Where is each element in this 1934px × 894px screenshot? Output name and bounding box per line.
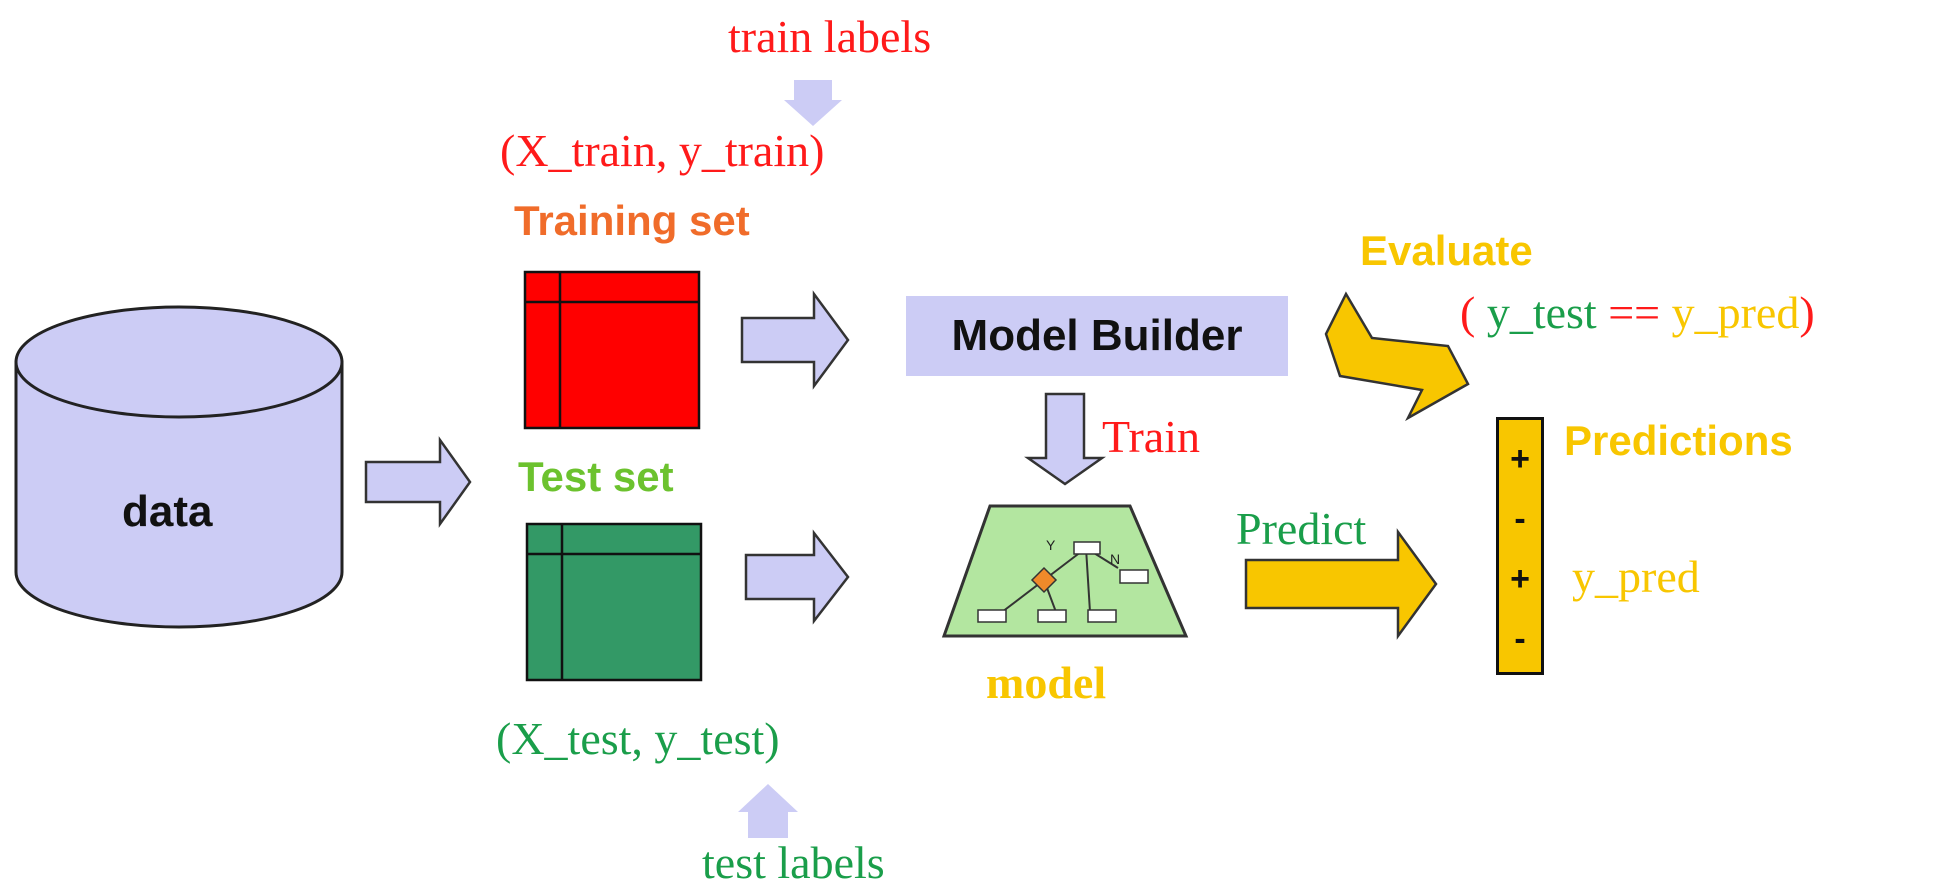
model-builder-box: Model Builder xyxy=(906,296,1288,376)
model-tree-icon xyxy=(941,504,1189,638)
test-set-title: Test set xyxy=(518,453,674,500)
y-pred-label: y_pred xyxy=(1572,551,1700,602)
tree-n-label: N xyxy=(1110,551,1121,567)
arrow-builder-to-model xyxy=(1024,392,1106,486)
expr-close-paren: ) xyxy=(1799,287,1815,338)
arrow-data-to-sets xyxy=(364,436,472,528)
prediction-sign: - xyxy=(1514,500,1526,538)
training-set-title: Training set xyxy=(514,197,750,244)
tree-y-label: Y xyxy=(1046,537,1056,553)
expr-equals: == xyxy=(1596,287,1672,338)
arrow-training-to-builder xyxy=(740,290,850,390)
arrow-test-to-model xyxy=(744,529,850,625)
prediction-sign: + xyxy=(1510,440,1530,478)
prediction-sign: + xyxy=(1510,560,1530,598)
test-set-table xyxy=(525,522,703,682)
expr-open-paren: ( xyxy=(1460,287,1487,338)
data-cylinder-icon xyxy=(14,305,344,629)
data-label: data xyxy=(122,487,213,536)
predictions-label: Predictions xyxy=(1564,417,1793,464)
expr-y-pred: y_pred xyxy=(1671,287,1800,338)
arrow-predictions-to-builder xyxy=(1324,291,1470,422)
train-labels-text: train labels xyxy=(728,11,932,62)
evaluate-expression: ( y_test == y_pred) xyxy=(1460,290,1815,336)
model-label: model xyxy=(986,657,1107,708)
arrow-train-labels-down xyxy=(784,80,842,126)
training-set-table xyxy=(523,270,701,430)
predict-label: Predict xyxy=(1236,503,1367,554)
expr-y-test: y_test xyxy=(1486,287,1597,338)
predictions-bar: + - + - xyxy=(1496,417,1544,675)
evaluate-label: Evaluate xyxy=(1360,227,1533,274)
model-builder-label: Model Builder xyxy=(951,311,1243,360)
prediction-sign: - xyxy=(1514,620,1526,658)
train-tuple-text: (X_train, y_train) xyxy=(500,125,825,176)
test-tuple-text: (X_test, y_test) xyxy=(496,713,780,764)
arrow-test-labels-up xyxy=(738,784,798,838)
arrow-model-to-predictions xyxy=(1244,528,1438,640)
train-step-label: Train xyxy=(1102,411,1200,462)
test-labels-text: test labels xyxy=(702,837,885,888)
